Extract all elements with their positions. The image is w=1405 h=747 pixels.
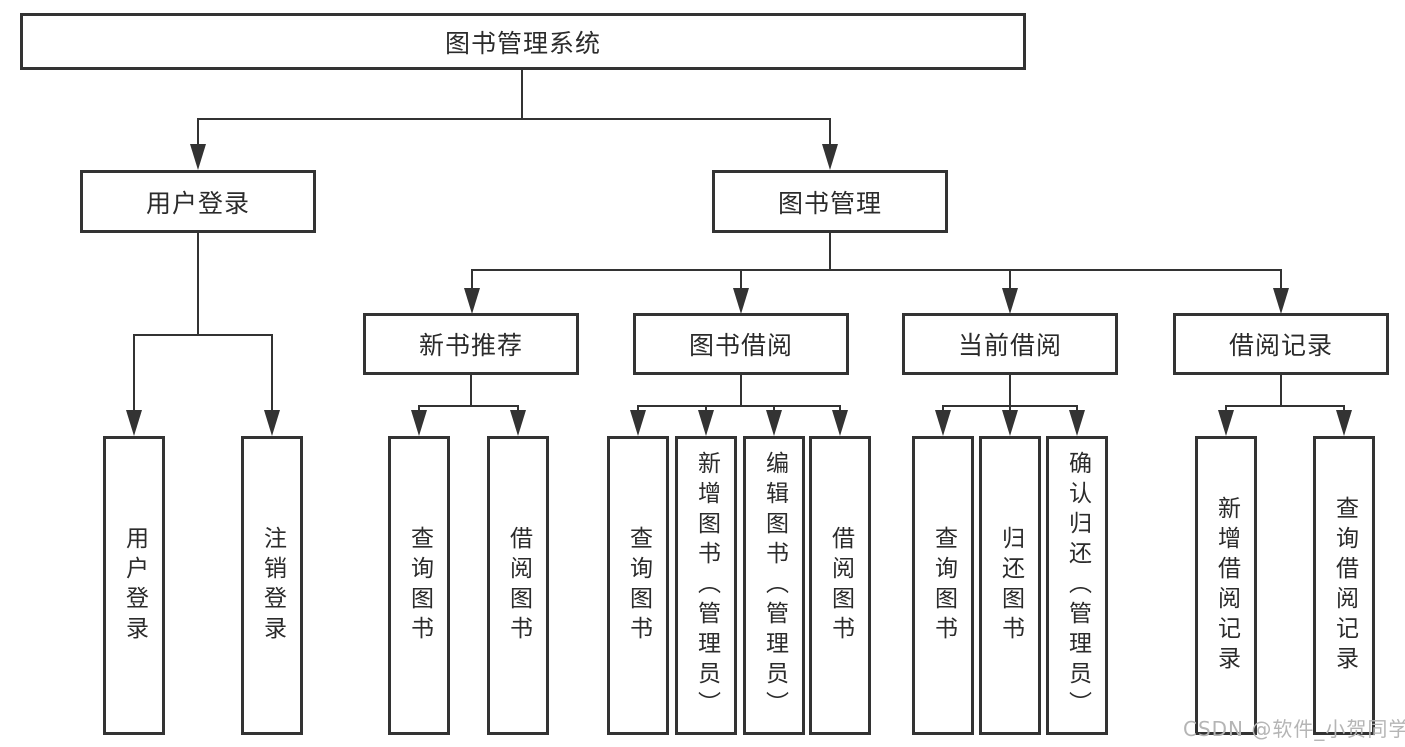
leaf-query-books-recommend: 查询图书 — [388, 436, 450, 735]
leaf-borrow-books: 借阅图书 — [809, 436, 871, 735]
connector-leaf-stem — [740, 269, 742, 291]
arrow-down-icon — [766, 410, 782, 436]
connector-leaf-stem — [1076, 405, 1078, 413]
connector-group-stem — [1009, 375, 1011, 406]
node-new-book-recommend: 新书推荐 — [363, 313, 579, 375]
leaf-add-borrow-record: 新增借阅记录 — [1195, 436, 1257, 735]
connector-user-login-down — [197, 233, 199, 336]
leaf-borrow-books-recommend: 借阅图书 — [487, 436, 549, 735]
connector-leaf-stem — [133, 334, 135, 412]
leaf-return-books: 归还图书 — [979, 436, 1041, 735]
node-library-management-system: 图书管理系统 — [20, 13, 1026, 70]
watermark: CSDN @软件_小贺同学 — [1183, 717, 1405, 741]
connector-book-management-stem — [829, 118, 831, 146]
arrow-down-icon — [733, 288, 749, 314]
arrow-down-icon — [1273, 288, 1289, 314]
connector-leaf-stem — [942, 405, 944, 413]
arrow-down-icon — [822, 144, 838, 170]
node-current-borrow: 当前借阅 — [902, 313, 1118, 375]
connector-group-rail — [418, 405, 519, 407]
arrow-down-icon — [510, 410, 526, 436]
node-borrow-records: 借阅记录 — [1173, 313, 1389, 375]
connector-leaf-stem — [1009, 405, 1011, 413]
connector-leaf-stem — [637, 405, 639, 413]
connector-leaf-stem — [1343, 405, 1345, 413]
arrow-down-icon — [630, 410, 646, 436]
leaf-query-books-borrow: 查询图书 — [607, 436, 669, 735]
arrow-down-icon — [411, 410, 427, 436]
node-user-login: 用户登录 — [80, 170, 316, 233]
connector-group-stem — [1280, 375, 1282, 406]
connector-leaf-stem — [471, 269, 473, 291]
leaf-user-login: 用户登录 — [103, 436, 165, 735]
arrow-down-icon — [698, 410, 714, 436]
connector-group-stem — [470, 375, 472, 406]
arrow-down-icon — [1069, 410, 1085, 436]
arrow-down-icon — [1002, 410, 1018, 436]
connector-group-rail — [1225, 405, 1345, 407]
arrow-down-icon — [190, 144, 206, 170]
connector-user-login-rail — [133, 334, 273, 336]
arrow-down-icon — [832, 410, 848, 436]
arrow-down-icon — [1002, 288, 1018, 314]
leaf-query-borrow-record: 查询借阅记录 — [1313, 436, 1375, 735]
arrow-down-icon — [935, 410, 951, 436]
connector-leaf-stem — [705, 405, 707, 413]
connector-leaf-stem — [773, 405, 775, 413]
leaf-logout-login: 注销登录 — [241, 436, 303, 735]
arrow-down-icon — [1218, 410, 1234, 436]
connector-leaf-stem — [1009, 269, 1011, 291]
node-book-borrow: 图书借阅 — [633, 313, 849, 375]
connector-root-stem — [521, 70, 523, 120]
connector-leaf-stem — [839, 405, 841, 413]
connector-leaf-stem — [271, 334, 273, 412]
connector-leaf-stem — [1225, 405, 1227, 413]
connector-group-rail — [637, 405, 841, 407]
connector-book-management-down — [829, 233, 831, 271]
arrow-down-icon — [464, 288, 480, 314]
node-book-management: 图书管理 — [712, 170, 948, 233]
leaf-confirm-return-admin: 确认归还（管理员） — [1046, 436, 1108, 735]
leaf-add-books-admin: 新增图书（管理员） — [675, 436, 737, 735]
connector-level3-rail — [471, 269, 1282, 271]
arrow-down-icon — [264, 410, 280, 436]
arrow-down-icon — [1336, 410, 1352, 436]
connector-leaf-stem — [1280, 269, 1282, 291]
connector-level2-rail — [197, 118, 831, 120]
leaf-query-books-current: 查询图书 — [912, 436, 974, 735]
leaf-edit-books-admin: 编辑图书（管理员） — [743, 436, 805, 735]
connector-leaf-stem — [418, 405, 420, 413]
connector-group-stem — [740, 375, 742, 406]
connector-leaf-stem — [517, 405, 519, 413]
arrow-down-icon — [126, 410, 142, 436]
connector-user-login-stem — [197, 118, 199, 146]
